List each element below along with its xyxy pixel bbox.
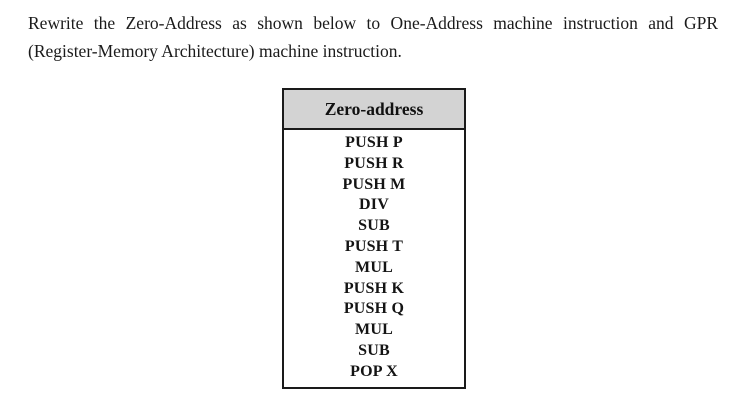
instruction-row: POP X — [350, 362, 398, 380]
instruction-row: PUSH R — [344, 154, 404, 172]
instruction-row: DIV — [359, 196, 389, 214]
table-header: Zero-address — [284, 90, 464, 130]
instruction-row: MUL — [355, 258, 393, 276]
instruction-row: PUSH K — [343, 279, 405, 297]
table-title: Zero-address — [324, 99, 424, 119]
instruction-row: PUSH M — [342, 175, 406, 193]
instruction-row: SUB — [358, 217, 390, 235]
instruction-row: PUSH P — [345, 134, 403, 151]
question-text: Rewrite the Zero-Address as shown below … — [28, 9, 718, 65]
question-line-1: Rewrite the Zero-Address as shown below … — [28, 13, 718, 33]
zero-address-table: Zero-address PUSH P PUSH R PUSH M DIV SU… — [282, 88, 466, 389]
instruction-row: MUL — [355, 321, 393, 339]
question-line-2: (Register-Memory Architecture) machine i… — [28, 41, 402, 61]
instruction-row: SUB — [358, 341, 390, 359]
instruction-row: PUSH Q — [343, 300, 405, 318]
instruction-list: PUSH P PUSH R PUSH M DIV SUB PUSH T MUL … — [284, 130, 464, 387]
instruction-row: PUSH T — [344, 237, 404, 255]
